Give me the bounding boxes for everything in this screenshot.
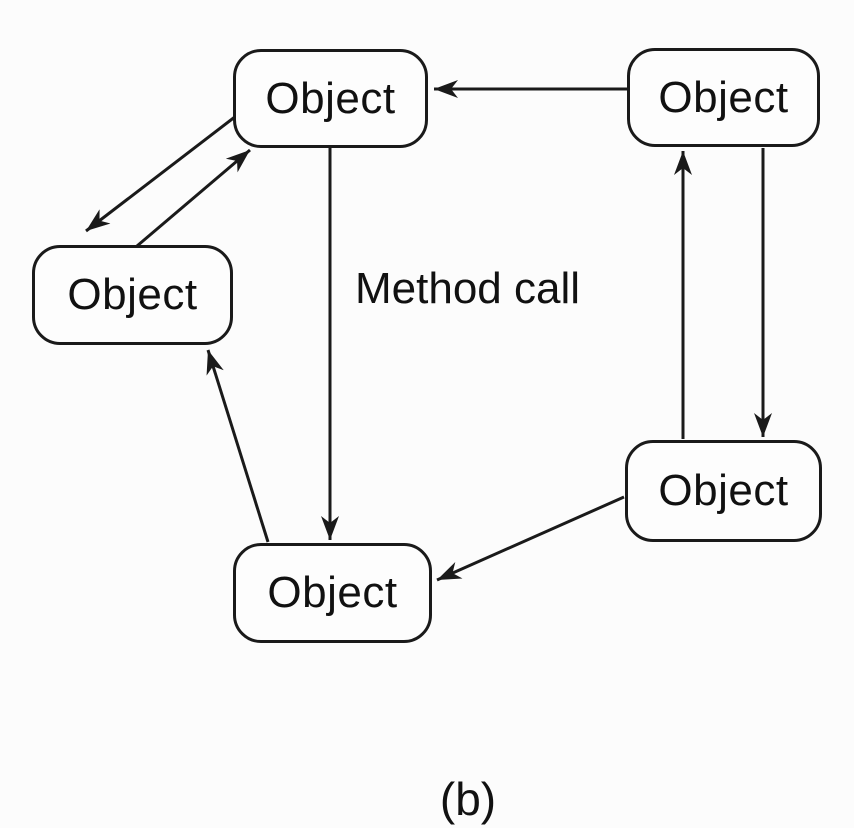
method-call-label: Method call [355,264,581,313]
arrow-bottom-to-left [206,349,270,543]
object-node-left: Object [32,245,233,345]
arrow-bottomright-to-bottom [436,495,625,582]
figure-caption: (b) [439,773,497,825]
arrow-left-to-top [136,148,251,248]
object-node-top: Object [233,49,428,148]
arrow-top-to-left [85,111,241,233]
object-node-top-label: Object [265,73,396,123]
object-node-bottom-right-label: Object [658,466,789,515]
object-node-bottom-right: Object [625,440,822,542]
object-node-top-right: Object [627,48,820,147]
object-node-left-label: Object [67,270,198,319]
object-node-top-right-label: Object [658,72,789,122]
object-node-bottom: Object [233,543,432,643]
object-node-bottom-label: Object [267,568,398,617]
